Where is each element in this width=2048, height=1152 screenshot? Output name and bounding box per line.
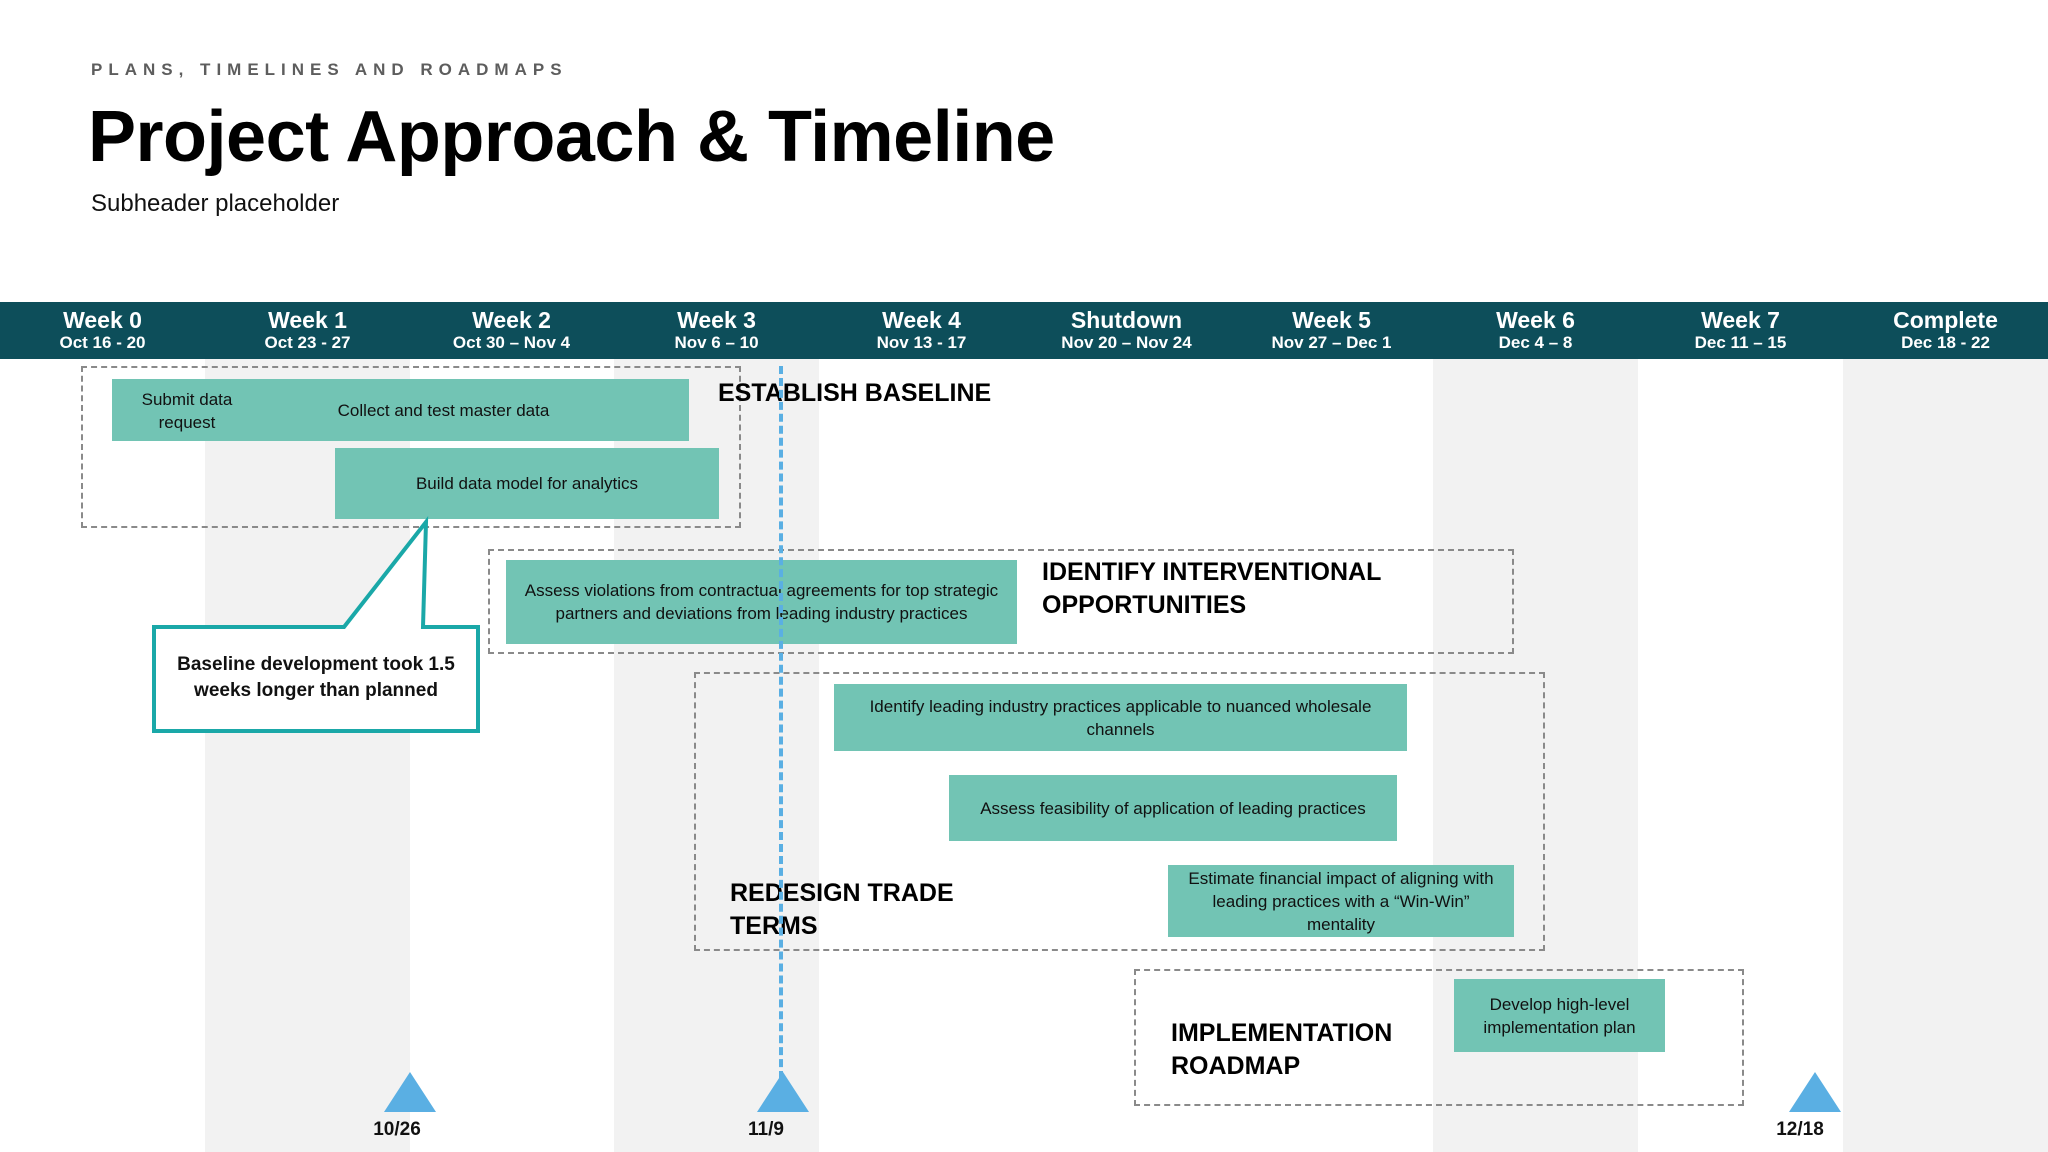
task-label: Build data model for analytics: [415, 474, 639, 493]
column-week-5: Week 5 Nov 27 – Dec 1: [1229, 302, 1434, 353]
column-dates: Nov 20 – Nov 24: [1061, 333, 1192, 352]
column-week-3: Week 3 Nov 6 – 10: [614, 302, 819, 353]
group-identify-opportunities: [488, 549, 1514, 654]
column-dates: Dec 18 - 22: [1901, 333, 1990, 352]
column-week-1: Week 1 Oct 23 - 27: [205, 302, 410, 353]
task-estimate-impact: Estimate financial impact of aligning wi…: [1168, 865, 1514, 937]
column-week-6: Week 6 Dec 4 – 8: [1433, 302, 1638, 353]
task-label: Assess feasibility of application of lea…: [980, 798, 1366, 818]
column-label: Complete: [1893, 307, 1998, 333]
task-assess-violations: Assess violations from contractual agree…: [506, 560, 1017, 644]
column-week-2: Week 2 Oct 30 – Nov 4: [409, 302, 614, 353]
page-title: Project Approach & Timeline: [88, 97, 1055, 177]
column-dates: Nov 27 – Dec 1: [1271, 333, 1392, 352]
milestone-triangle-1: [384, 1072, 436, 1112]
label-implementation-roadmap: IMPLEMENTATION ROADMAP: [1171, 1019, 1393, 1080]
column-label: Week 6: [1496, 307, 1575, 333]
column-label: Week 4: [882, 307, 961, 333]
column-dates: Dec 11 – 15: [1694, 333, 1787, 352]
page-subtitle: Subheader placeholder: [91, 190, 340, 217]
task-identify-practices: Identify leading industry practices appl…: [834, 684, 1407, 751]
column-shutdown: Shutdown Nov 20 – Nov 24: [1024, 302, 1229, 353]
column-band-complete: [1843, 359, 2048, 1152]
label-establish-baseline: ESTABLISH BASELINE: [718, 379, 992, 407]
column-label: Week 0: [63, 307, 142, 333]
column-label: Week 1: [268, 307, 347, 333]
column-label: Week 5: [1292, 307, 1371, 333]
milestone-triangle-3: [1789, 1072, 1841, 1112]
task-submit-data: Submit data request: [126, 388, 248, 434]
task-collect-data: Collect and test master data: [112, 379, 689, 441]
column-dates: Oct 30 – Nov 4: [452, 333, 571, 352]
column-label: Week 7: [1701, 307, 1780, 333]
column-complete: Complete Dec 18 - 22: [1843, 302, 2048, 353]
callout-text: Baseline development took 1.5 weeks long…: [177, 654, 455, 701]
task-label: Estimate financial impact of aligning wi…: [1188, 868, 1494, 934]
column-week-4: Week 4 Nov 13 - 17: [819, 302, 1024, 353]
column-dates: Oct 16 - 20: [59, 333, 146, 352]
task-label: Collect and test master data: [337, 400, 550, 420]
section-eyebrow: PLANS, TIMELINES AND ROADMAPS: [91, 60, 568, 79]
timeline-header: Week 0 Oct 16 - 20 Week 1 Oct 23 - 27 We…: [0, 302, 2048, 359]
task-build-model: Build data model for analytics: [335, 448, 719, 519]
task-label: Develop high-level implementation plan: [1483, 994, 1636, 1037]
group-establish-baseline: [81, 366, 741, 528]
task-assess-feasibility: Assess feasibility of application of lea…: [949, 775, 1397, 841]
column-dates: Oct 23 - 27: [264, 333, 351, 352]
column-dates: Dec 4 – 8: [1498, 333, 1573, 352]
task-label: Assess violations from contractual agree…: [524, 581, 999, 623]
column-week-0: Week 0 Oct 16 - 20: [0, 302, 205, 353]
milestone-label-2: 11/9: [748, 1119, 784, 1140]
label-redesign-trade-terms: REDESIGN TRADE TERMS: [730, 879, 954, 940]
column-label: Week 3: [677, 307, 756, 333]
column-label: Week 2: [472, 307, 551, 333]
task-label: Submit data request: [141, 390, 233, 432]
task-develop-plan: Develop high-level implementation plan: [1454, 979, 1665, 1052]
column-week-7: Week 7 Dec 11 – 15: [1638, 302, 1843, 353]
column-dates: Nov 6 – 10: [674, 333, 759, 352]
column-dates: Nov 13 - 17: [876, 333, 967, 352]
milestone-triangle-2: [757, 1072, 809, 1112]
group-implementation-roadmap: [1134, 969, 1744, 1106]
task-label: Identify leading industry practices appl…: [869, 696, 1372, 739]
group-redesign-trade-terms: [694, 672, 1545, 951]
column-label: Shutdown: [1070, 307, 1183, 333]
milestone-label-3: 12/18: [1776, 1119, 1824, 1140]
milestone-label-1: 10/26: [373, 1119, 421, 1140]
label-identify-opportunities: IDENTIFY INTERVENTIONAL OPPORTUNITIES: [1042, 558, 1381, 619]
current-date-line: [779, 366, 783, 1091]
